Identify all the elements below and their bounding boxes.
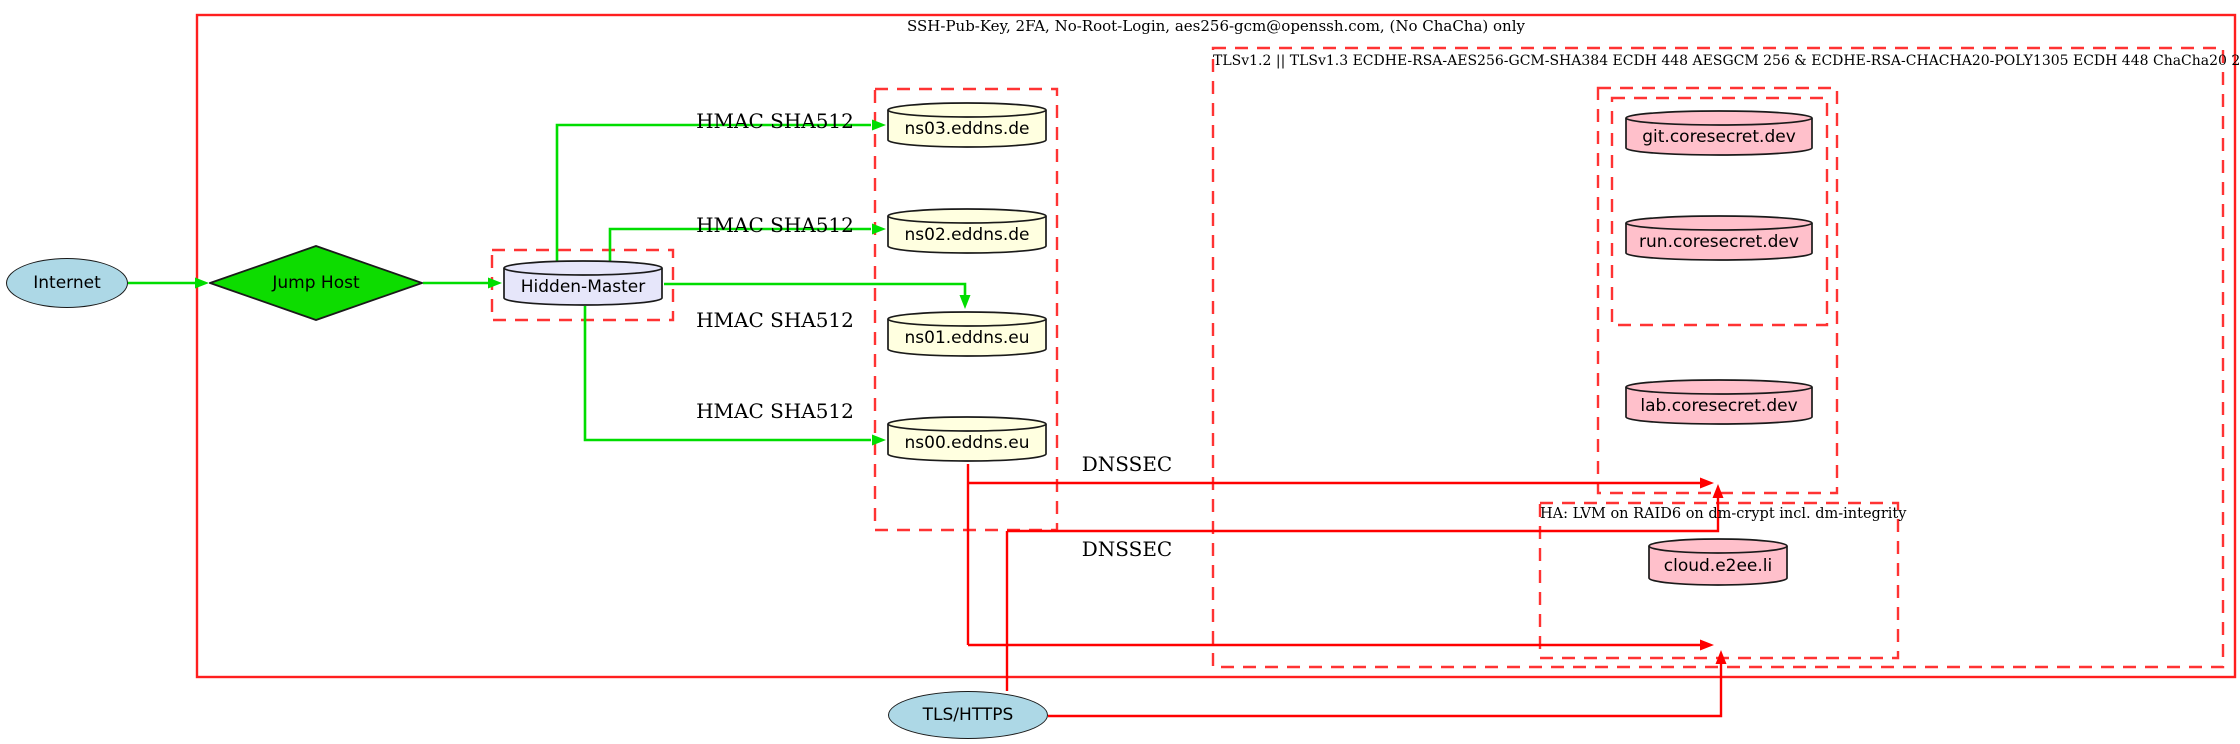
node-hidden-master: Hidden-Master	[503, 260, 663, 306]
arrowhead-ns01	[959, 295, 971, 309]
arrowhead-jumphost	[195, 277, 209, 289]
coresecret-inner-zone-border	[1610, 96, 1829, 327]
cylinder-shape	[1648, 538, 1788, 586]
arrowhead-ns02	[872, 223, 886, 235]
edge-label-dnssec-upper: DNSSEC	[1081, 452, 1173, 476]
node-cloud-e2ee: cloud.e2ee.li	[1648, 538, 1788, 586]
arrowhead-hiddenmaster	[488, 277, 502, 289]
node-ns01-label: ns01.eddns.eu	[904, 327, 1030, 348]
node-ns03: ns03.eddns.de	[887, 102, 1047, 148]
edge-hiddenmaster-to-ns00	[583, 306, 871, 442]
cylinder-shape	[1625, 110, 1813, 156]
arrowhead-ns00	[872, 434, 886, 446]
node-ns02-label: ns02.eddns.de	[904, 224, 1030, 245]
node-lab-coresecret: lab.coresecret.dev	[1625, 379, 1813, 425]
node-jump-host: Jump Host	[209, 245, 423, 321]
cylinder-shape	[503, 260, 663, 306]
diamond-shape	[209, 245, 423, 321]
cylinder-shape	[1625, 379, 1813, 425]
cylinder-shape	[887, 208, 1047, 254]
node-ns03-label: ns03.eddns.de	[904, 118, 1030, 139]
node-hidden-master-label: Hidden-Master	[520, 276, 646, 297]
node-jump-host-label: Jump Host	[272, 273, 360, 293]
edge-label-hmac-ns01: HMAC SHA512	[696, 308, 854, 332]
node-internet-label: Internet	[33, 273, 101, 293]
arrowhead-ha-right	[1700, 639, 1714, 651]
node-git-coresecret: git.coresecret.dev	[1625, 110, 1813, 156]
node-tls-https: TLS/HTTPS	[888, 691, 1048, 739]
edge-tlshttps-to-ha	[1048, 664, 1723, 718]
tls-zone-border	[1211, 46, 2225, 669]
nameserver-zone-border	[873, 87, 1059, 532]
node-lab-label: lab.coresecret.dev	[1640, 395, 1798, 416]
edge-label-hmac-ns03: HMAC SHA512	[696, 109, 854, 133]
tls-zone-label: TLSv1.2 || TLSv1.3 ECDHE-RSA-AES256-GCM-…	[1213, 53, 2240, 69]
cylinder-shape	[1625, 215, 1813, 261]
cylinder-shape	[887, 416, 1047, 462]
node-ns01: ns01.eddns.eu	[887, 311, 1047, 357]
ssh-zone-border	[195, 13, 2237, 679]
ha-zone-label: HA: LVM on RAID6 on dm-crypt incl. dm-in…	[1540, 506, 1907, 522]
edge-label-dnssec-lower: DNSSEC	[1081, 537, 1173, 561]
arrowhead-ha-up	[1715, 650, 1727, 664]
edge-hiddenmaster-to-ns01	[664, 282, 967, 296]
ssh-zone-label: SSH-Pub-Key, 2FA, No-Root-Login, aes256-…	[907, 17, 1525, 35]
node-tls-https-label: TLS/HTTPS	[922, 705, 1014, 725]
arrowhead-ns03	[872, 119, 886, 131]
coresecret-outer-zone-border	[1596, 86, 1839, 495]
node-run-label: run.coresecret.dev	[1639, 231, 1799, 252]
node-run-coresecret: run.coresecret.dev	[1625, 215, 1813, 261]
cylinder-shape	[887, 311, 1047, 357]
edge-tlshttps-to-coresecret	[1007, 498, 1720, 533]
edge-label-hmac-ns00: HMAC SHA512	[696, 399, 854, 423]
node-ns02: ns02.eddns.de	[887, 208, 1047, 254]
cylinder-shape	[887, 102, 1047, 148]
edge-hiddenmaster-to-ns02	[608, 227, 871, 261]
edge-label-hmac-ns02: HMAC SHA512	[696, 213, 854, 237]
arrowhead-coresecret-up	[1712, 484, 1724, 498]
node-ns00: ns00.eddns.eu	[887, 416, 1047, 462]
node-git-label: git.coresecret.dev	[1642, 126, 1796, 147]
arrowhead-coresecret-right	[1700, 477, 1714, 489]
node-ns00-label: ns00.eddns.eu	[904, 432, 1030, 453]
node-cloud-label: cloud.e2ee.li	[1663, 555, 1773, 576]
edge-hiddenmaster-to-ns03	[555, 123, 871, 261]
node-internet: Internet	[6, 258, 128, 308]
